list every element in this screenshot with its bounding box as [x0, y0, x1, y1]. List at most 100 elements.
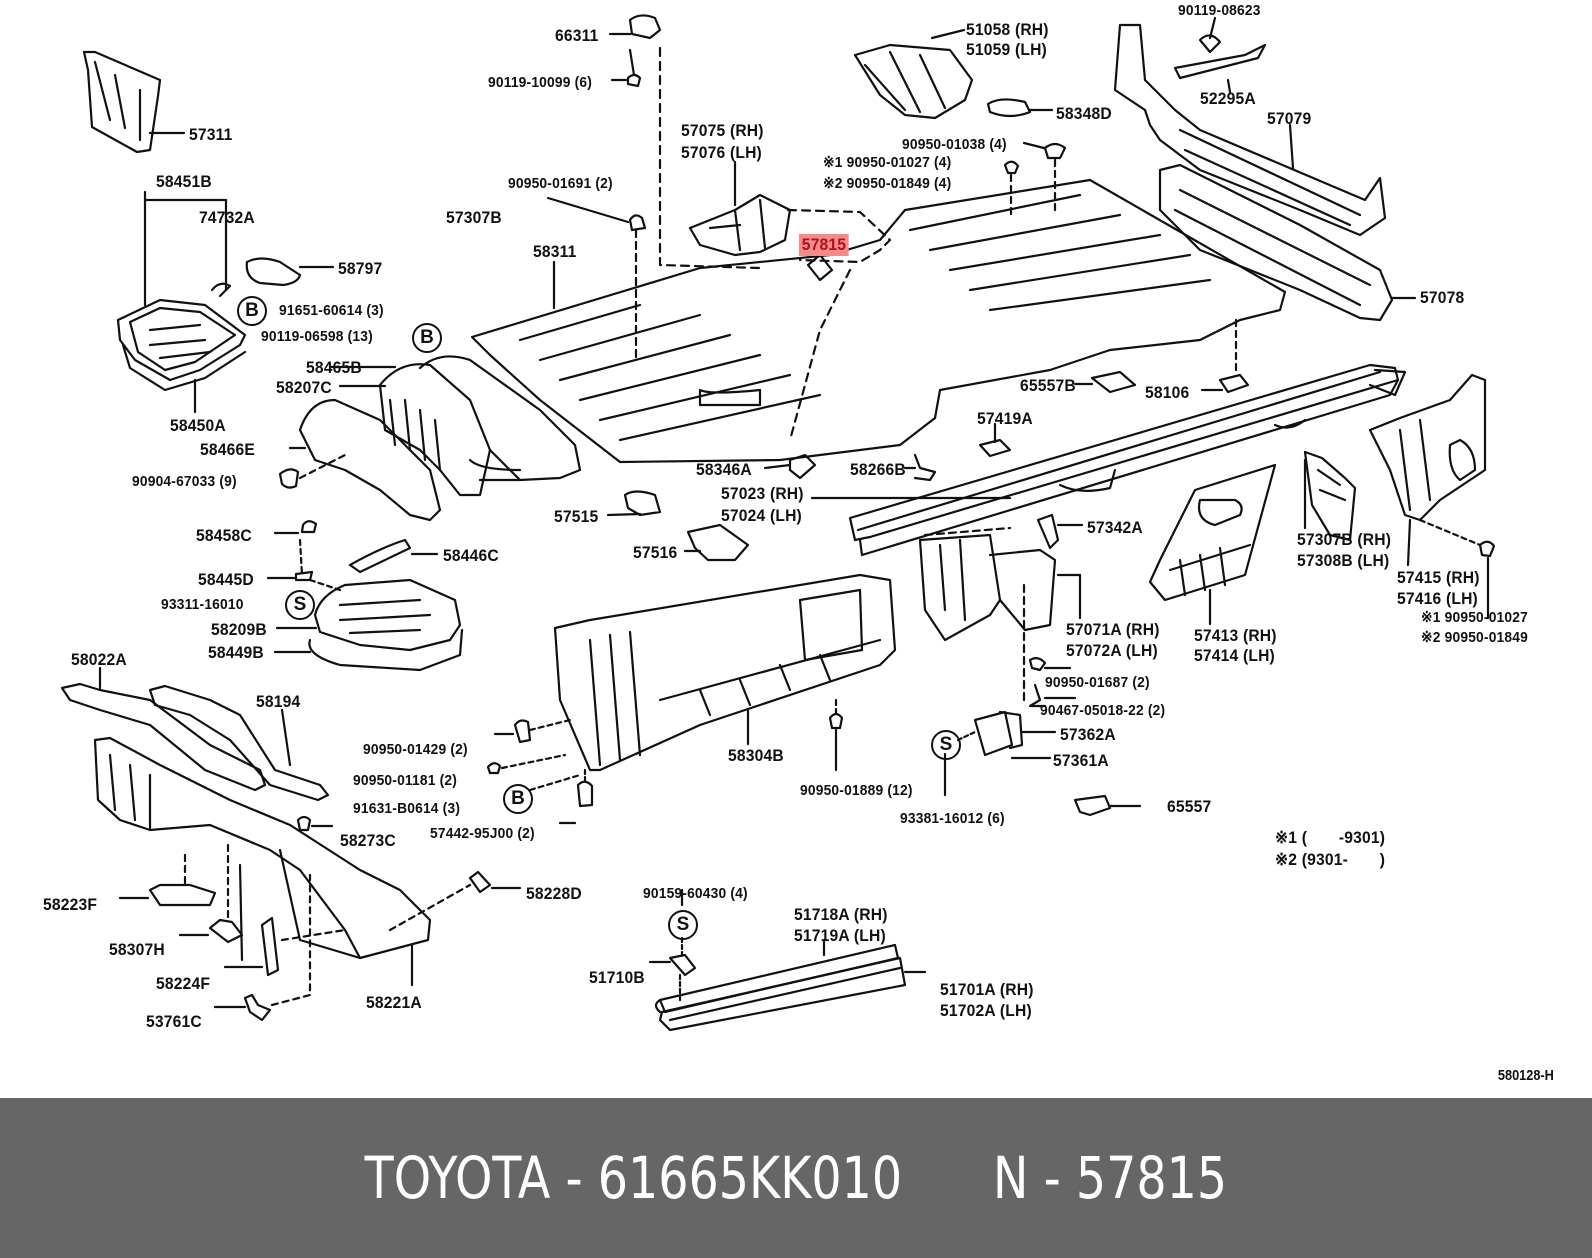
- part-58466E-drawing: [278, 355, 582, 522]
- part-57079-drawing: [1113, 16, 1417, 322]
- part-label-58221A: 58221A: [366, 993, 422, 1012]
- part-label-90119-10099: 90119-10099 (6): [488, 74, 593, 91]
- part-label-57416: 57416 (LH): [1397, 589, 1478, 608]
- footnote-1-range: ( -9301): [1301, 828, 1386, 847]
- part-label-57307B-top: 57307B: [446, 208, 502, 227]
- part-58209B-drawing: [266, 520, 464, 672]
- part-label-58194: 58194: [256, 692, 301, 711]
- part-label-58207C: 58207C: [276, 378, 332, 397]
- part-label-51719A: 51719A (LH): [794, 926, 886, 945]
- part-label-52295A: 52295A: [1200, 89, 1256, 108]
- part-label-90950-01687: 90950-01687 (2): [1045, 674, 1150, 691]
- part-label-57342A: 57342A: [1087, 518, 1143, 537]
- part-label-57076: 57076 (LH): [681, 143, 762, 162]
- part-label-51710B: 51710B: [589, 968, 645, 987]
- circle-marker-s-icon: S: [668, 910, 698, 940]
- part-info-text: TOYOTA - 61665KK010 N - 57815: [364, 1144, 1228, 1212]
- part-label-93311-16010: 93311-16010: [161, 596, 244, 613]
- part-label-58797: 58797: [338, 259, 383, 278]
- part-label-58266B: 58266B: [850, 460, 906, 479]
- part-label-90950-01889: 90950-01889 (12): [800, 782, 913, 799]
- part-label-58228D: 58228D: [526, 884, 582, 903]
- footnote-2-range: (9301- ): [1301, 850, 1386, 869]
- part-label-57079: 57079: [1267, 109, 1312, 128]
- part-label-58446C: 58446C: [443, 546, 499, 565]
- part-label-51702A: 51702A (LH): [940, 1001, 1032, 1020]
- part-label-90950-01038: 90950-01038 (4): [902, 136, 1007, 153]
- part-label-58466E: 58466E: [200, 440, 256, 459]
- part-label-58451B: 58451B: [156, 172, 212, 191]
- part-label-51701A: 51701A (RH): [940, 980, 1034, 999]
- part-label-58311: 58311: [533, 242, 577, 261]
- highlighted-part-label[interactable]: 57815: [799, 234, 849, 256]
- part-label-65557B: 65557B: [1020, 376, 1076, 395]
- part-label-58449B: 58449B: [208, 643, 264, 662]
- part-label-57078: 57078: [1420, 288, 1465, 307]
- part-label-57361A: 57361A: [1053, 751, 1109, 770]
- part-label-58224F: 58224F: [156, 974, 211, 993]
- part-57071A-drawing: [918, 526, 1142, 817]
- part-51701A-drawing: [648, 888, 927, 1032]
- part-label-58022A: 58022A: [71, 650, 127, 669]
- part-label-90119-08623: 90119-08623: [1178, 2, 1261, 19]
- part-label-91631-B0614: 91631-B0614 (3): [353, 800, 461, 817]
- part-label-57362A: 57362A: [1060, 725, 1116, 744]
- part-label-58458C: 58458C: [196, 526, 252, 545]
- part-label-57414: 57414 (LH): [1194, 646, 1275, 665]
- circle-marker-s-icon: S: [285, 590, 315, 620]
- part-label-90904-67033: 90904-67033 (9): [132, 473, 237, 490]
- part-58311-floor-drawing: [470, 178, 1287, 464]
- part-label-90159-60430: 90159-60430 (4): [643, 885, 748, 902]
- part-label-57515: 57515: [554, 507, 599, 526]
- part-label-57071A: 57071A (RH): [1066, 620, 1160, 639]
- part-label-90950-01849b: ※2 90950-01849: [1421, 629, 1528, 646]
- part-label-57075: 57075 (RH): [681, 121, 764, 140]
- part-info-banner: TOYOTA - 61665KK010 N - 57815: [0, 1098, 1592, 1258]
- part-label-90950-01429: 90950-01429 (2): [363, 741, 468, 758]
- part-label-58106: 58106: [1145, 383, 1190, 402]
- part-label-57307B: 57307B (RH): [1297, 530, 1392, 549]
- part-label-58223F: 58223F: [43, 895, 98, 914]
- part-label-90950-01849a: ※2 90950-01849 (4): [823, 175, 952, 192]
- part-51058-drawing: [853, 28, 1067, 217]
- part-label-57419A: 57419A: [977, 409, 1033, 428]
- part-label-51059: 51059 (LH): [966, 40, 1047, 59]
- parts-line-art: [60, 14, 1496, 1032]
- part-58022A-drawing: [60, 666, 522, 1022]
- part-57413-drawing: [1148, 463, 1277, 626]
- part-label-90950-01691: 90950-01691 (2): [508, 175, 613, 192]
- part-57311-drawing: [82, 50, 186, 154]
- part-label-58209B: 58209B: [211, 620, 267, 639]
- circle-marker-b-icon: B: [412, 323, 442, 353]
- part-label-58450A: 58450A: [170, 416, 226, 435]
- part-57075-drawing: [608, 14, 892, 442]
- circle-marker-b-icon: B: [237, 296, 267, 326]
- part-label-58304B: 58304B: [728, 746, 784, 765]
- footnote-1: ※1 ( -9301): [1275, 828, 1385, 848]
- part-label-51718A: 51718A (RH): [794, 905, 888, 924]
- part-label-58348D: 58348D: [1056, 104, 1112, 123]
- part-label-90950-01027a: ※1 90950-01027 (4): [823, 154, 952, 171]
- part-57023-drawing: [810, 363, 1407, 557]
- part-label-57024: 57024 (LH): [721, 506, 802, 525]
- part-label-57516: 57516: [633, 543, 678, 562]
- part-label-66311: 66311: [555, 26, 599, 45]
- part-label-90950-01181: 90950-01181 (2): [353, 772, 458, 789]
- part-label-58273C: 58273C: [340, 831, 396, 850]
- part-label-93381-16012: 93381-16012 (6): [900, 810, 1005, 827]
- part-label-53761C: 53761C: [146, 1012, 202, 1031]
- part-label-90950-01027b: ※1 90950-01027: [1421, 609, 1528, 626]
- part-label-57311: 57311: [189, 125, 233, 144]
- part-label-57415: 57415 (RH): [1397, 568, 1480, 587]
- part-label-51058: 51058 (RH): [966, 20, 1049, 39]
- part-58304B-drawing: [486, 573, 897, 825]
- footnote-1-mark: ※1: [1275, 828, 1298, 847]
- footnote-2-mark: ※2: [1275, 850, 1298, 869]
- part-label-57413: 57413 (RH): [1194, 626, 1277, 645]
- part-small-brackets-drawing: [606, 318, 1250, 562]
- part-57415-drawing: [1303, 373, 1496, 620]
- part-label-57308B: 57308B (LH): [1297, 551, 1390, 570]
- part-label-58346A: 58346A: [696, 460, 752, 479]
- parts-diagram: 66311 90119-10099 (6) 51058 (RH)51059 (LH)…: [43, 2, 1554, 1084]
- part-label-90119-06598: 90119-06598 (13): [261, 328, 373, 345]
